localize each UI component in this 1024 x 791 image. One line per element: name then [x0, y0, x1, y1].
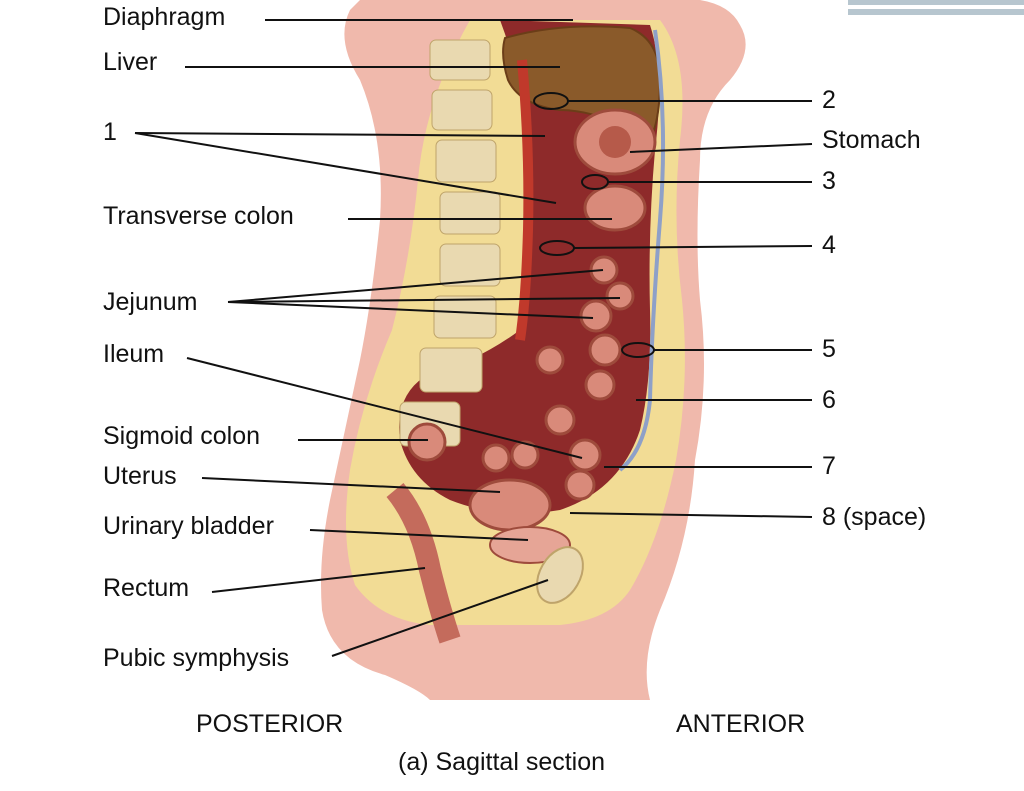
sigmoid-colon	[407, 422, 447, 462]
transverse-colon	[583, 184, 647, 232]
label-pubic-symphysis: Pubic symphysis	[103, 644, 290, 672]
leader-lines	[134, 19, 813, 657]
uterus	[468, 478, 552, 532]
label-6: 6	[822, 386, 836, 414]
label-jejunum: Jejunum	[103, 288, 198, 316]
parietal-peritoneum	[618, 29, 666, 472]
label-rectum: Rectum	[103, 574, 190, 602]
pubic-symphysis	[536, 546, 584, 604]
label-liver: Liver	[103, 48, 158, 76]
vertebral-column	[399, 39, 501, 447]
label-uterus: Uterus	[103, 462, 177, 490]
corner-decoration	[848, 9, 1024, 15]
figure-caption: (a) Sagittal section	[398, 748, 606, 776]
label-urinary-bladder: Urinary bladder	[103, 512, 274, 540]
label-ileum: Ileum	[103, 340, 165, 368]
rectum	[386, 482, 461, 644]
corner-decoration	[848, 0, 1024, 5]
label-diaphragm: Diaphragm	[103, 3, 226, 31]
label-sigmoid-colon: Sigmoid colon	[103, 422, 261, 450]
label-4: 4	[822, 231, 836, 259]
orientation-anterior: ANTERIOR	[676, 710, 806, 738]
label-7: 7	[822, 452, 836, 480]
label-8-space: 8 (space)	[822, 503, 927, 531]
orientation-posterior: POSTERIOR	[196, 710, 344, 738]
label-2: 2	[822, 86, 836, 114]
label-stomach: Stomach	[822, 126, 921, 154]
label-1: 1	[103, 118, 117, 146]
label-5: 5	[822, 335, 836, 363]
label-3: 3	[822, 167, 836, 195]
small-intestine-loops	[481, 255, 635, 501]
aorta	[515, 59, 534, 341]
label-transverse-colon: Transverse colon	[103, 202, 294, 230]
urinary-bladder	[489, 526, 571, 564]
